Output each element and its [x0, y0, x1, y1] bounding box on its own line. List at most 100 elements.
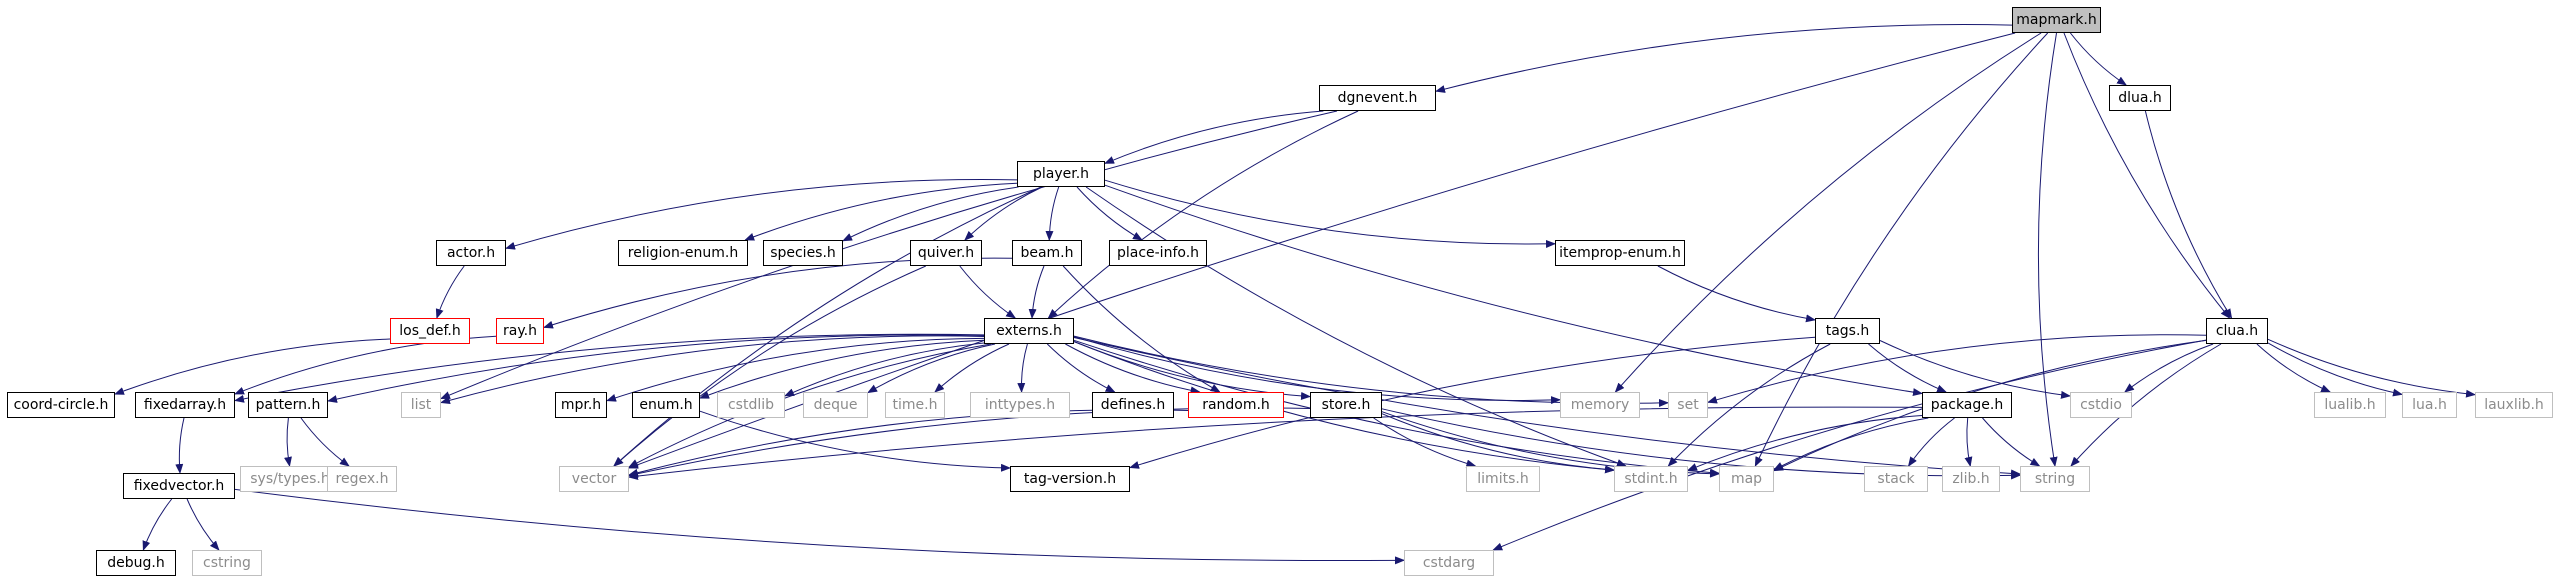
- node-label: inttypes.h: [984, 397, 1056, 413]
- node-beam[interactable]: beam.h: [1012, 240, 1082, 266]
- edge-player-to-religion-enum: [744, 182, 1018, 241]
- node-lualib: lualib.h: [2314, 392, 2386, 418]
- edge-externs-to-random: [1065, 343, 1201, 395]
- node-label: fixedvector.h: [133, 478, 225, 494]
- edge-clua-to-lualib: [2256, 343, 2332, 393]
- node-label: set: [1677, 397, 1699, 413]
- node-label: mpr.h: [560, 397, 602, 413]
- edge-quiver-to-externs: [959, 265, 1017, 319]
- node-label: cstdarg: [1422, 555, 1476, 571]
- node-enum[interactable]: enum.h: [632, 392, 700, 418]
- node-pattern[interactable]: pattern.h: [248, 392, 328, 418]
- edge-mapmark-to-dlua: [2070, 32, 2127, 86]
- edge-beam-to-random: [1062, 265, 1221, 393]
- node-label: list: [410, 397, 432, 413]
- edge-quiver-to-vector: [613, 265, 927, 467]
- node-label: clua.h: [2215, 323, 2259, 339]
- node-label: tags.h: [1825, 323, 1870, 339]
- edge-fixedvector-to-cstring: [186, 498, 220, 551]
- node-label: zlib.h: [1952, 471, 1990, 487]
- edge-clua-to-lua: [2267, 342, 2403, 397]
- edge-player-to-vector: [613, 186, 1042, 467]
- edge-tags-to-cstdio: [1879, 340, 2071, 399]
- edge-externs-to-pattern: [327, 334, 985, 403]
- node-cstdlib: cstdlib: [717, 392, 785, 418]
- edge-externs-to-map: [1073, 339, 1720, 477]
- node-fixedarray[interactable]: fixedarray.h: [135, 392, 235, 418]
- node-clua[interactable]: clua.h: [2206, 318, 2268, 344]
- edge-pattern-to-sys-types: [284, 417, 292, 467]
- node-quiver[interactable]: quiver.h: [910, 240, 982, 266]
- edge-externs-to-inttypes: [1017, 343, 1028, 393]
- node-label: deque: [813, 397, 858, 413]
- node-mpr[interactable]: mpr.h: [555, 392, 607, 418]
- node-label: player.h: [1032, 166, 1090, 182]
- node-dgnevent[interactable]: dgnevent.h: [1319, 85, 1436, 111]
- edge-clua-to-cstdarg: [1492, 339, 2207, 551]
- edge-dgnevent-to-player: [1104, 110, 1324, 164]
- edge-player-to-actor: [505, 179, 1018, 250]
- node-los-def[interactable]: los_def.h: [390, 318, 470, 344]
- node-label: beam.h: [1020, 245, 1074, 261]
- node-label: stdint.h: [1624, 471, 1678, 487]
- node-label: religion-enum.h: [627, 245, 739, 261]
- edge-externs-to-mpr: [606, 337, 985, 402]
- node-ray[interactable]: ray.h: [496, 318, 544, 344]
- node-place-info[interactable]: place-info.h: [1109, 240, 1207, 266]
- edge-mapmark-to-dgnevent: [1435, 24, 2013, 93]
- node-cstdio: cstdio: [2070, 392, 2132, 418]
- node-species[interactable]: species.h: [763, 240, 843, 266]
- node-tags[interactable]: tags.h: [1815, 318, 1880, 344]
- node-player[interactable]: player.h: [1017, 161, 1105, 187]
- edge-package-to-string: [1982, 417, 2041, 467]
- node-cstring: cstring: [192, 550, 262, 576]
- node-package[interactable]: package.h: [1922, 392, 2012, 418]
- edge-player-to-beam: [1045, 186, 1060, 241]
- node-lua: lua.h: [2402, 392, 2457, 418]
- node-label: debug.h: [107, 555, 165, 571]
- edge-store-to-stdint: [1381, 413, 1615, 474]
- edge-itemprop-enum-to-tags: [1657, 265, 1816, 323]
- edge-tags-to-stdint: [1667, 343, 1831, 467]
- node-defines[interactable]: defines.h: [1092, 392, 1174, 418]
- node-externs[interactable]: externs.h: [984, 318, 1074, 344]
- node-label: memory: [1570, 397, 1630, 413]
- node-fixedvector[interactable]: fixedvector.h: [123, 473, 235, 499]
- edge-dgnevent-to-externs: [1047, 110, 1359, 319]
- node-random[interactable]: random.h: [1188, 392, 1284, 418]
- edge-clua-to-cstdio: [2124, 343, 2214, 393]
- node-label: lualib.h: [2324, 397, 2376, 413]
- edge-clua-to-string: [2070, 343, 2222, 467]
- edge-beam-to-ray: [543, 257, 1013, 329]
- node-label: cstring: [203, 555, 251, 571]
- node-list: list: [401, 392, 441, 418]
- node-lauxlib: lauxlib.h: [2475, 392, 2553, 418]
- node-label: map: [1730, 471, 1763, 487]
- edge-fixedarray-to-fixedvector: [175, 417, 185, 474]
- node-tag-version[interactable]: tag-version.h: [1010, 466, 1130, 492]
- node-debug[interactable]: debug.h: [96, 550, 176, 576]
- node-label: time.h: [892, 397, 938, 413]
- node-actor[interactable]: actor.h: [436, 240, 506, 266]
- node-label: store.h: [1321, 397, 1371, 413]
- edge-tags-to-package: [1868, 343, 1947, 393]
- node-coord-circle[interactable]: coord-circle.h: [7, 392, 115, 418]
- node-label: mapmark.h: [2016, 12, 2097, 28]
- node-label: actor.h: [446, 245, 496, 261]
- edge-package-to-stack: [1907, 417, 1955, 467]
- node-stack: stack: [1864, 466, 1928, 492]
- node-dlua[interactable]: dlua.h: [2109, 85, 2171, 111]
- node-religion-enum[interactable]: religion-enum.h: [618, 240, 748, 266]
- node-vector: vector: [559, 466, 629, 492]
- edge-fixedvector-to-debug: [142, 498, 173, 551]
- node-label: quiver.h: [917, 245, 975, 261]
- node-store[interactable]: store.h: [1310, 392, 1382, 418]
- edge-mapmark-to-string: [2037, 32, 2058, 467]
- node-itemprop-enum[interactable]: itemprop-enum.h: [1555, 240, 1685, 266]
- edge-store-to-limits: [1373, 417, 1477, 468]
- edge-player-to-package: [1104, 184, 1923, 397]
- edge-externs-to-vector: [628, 343, 991, 468]
- node-mapmark[interactable]: mapmark.h: [2012, 7, 2101, 33]
- edge-dlua-to-clua: [2144, 110, 2233, 319]
- edge-externs-to-defines: [1046, 343, 1116, 393]
